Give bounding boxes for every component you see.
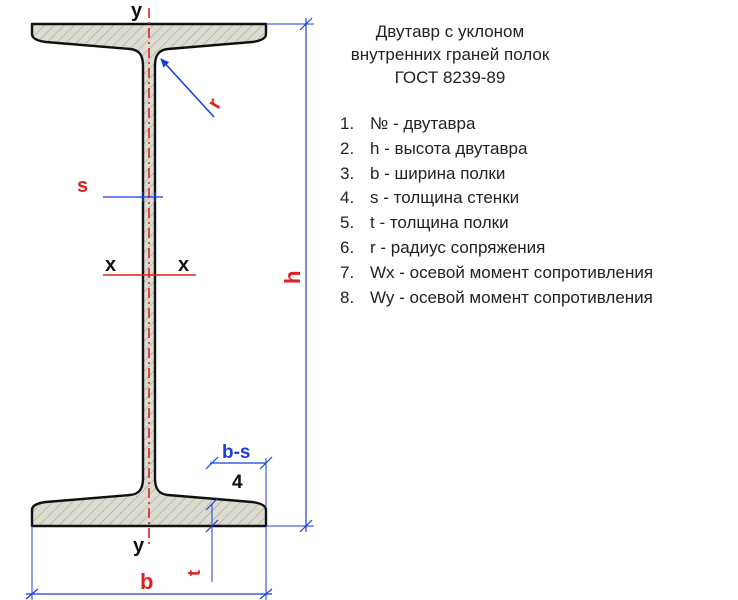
legend-number: 5. [340, 213, 355, 233]
legend-text: Wy - осевой момент сопротивления [370, 287, 653, 307]
legend-item: 2. h - высота двутавра [340, 137, 653, 162]
legend-text: s - толщина стенки [370, 188, 520, 208]
b-label: b [140, 569, 153, 594]
legend-text: № - двутавра [370, 114, 476, 133]
legend-number: 3. [340, 163, 355, 183]
legend-item: 6. r - радиус сопряжения [340, 236, 653, 261]
legend-item: 4. s - толщина стенки [340, 186, 653, 211]
legend-item: 3. b - ширина полки [340, 162, 653, 187]
legend-item: 5. t - толщина полки [340, 211, 653, 236]
legend-text: t - толщина полки [370, 213, 509, 233]
t-tick-top [205, 497, 219, 511]
y-label-bottom: y [133, 535, 145, 557]
b-minus-s-label: b-s [222, 442, 251, 463]
t-label: t [184, 570, 204, 576]
legend-number: 7. [340, 262, 355, 282]
title-line-1: Двутавр с уклоном [375, 22, 525, 41]
legend-item: 1. № - двутавра [340, 112, 653, 137]
parameter-legend: 1. № - двутавра 2. h - высота двутавра 3. b… [340, 112, 653, 310]
b-tick-left [25, 588, 39, 600]
x-label-left: x [105, 254, 116, 276]
y-label-top: y [131, 0, 143, 22]
slope-denominator-label: 4 [232, 472, 243, 493]
legend-number: 4. [340, 188, 355, 208]
legend-number: 6. [340, 237, 355, 257]
legend-number: 1. [340, 114, 355, 133]
title-line-3: ГОСТ 8239-89 [394, 68, 506, 87]
b-tick-right [259, 588, 273, 600]
h-tick-top [299, 17, 313, 31]
r-leader-arrow [160, 58, 215, 118]
slope-tick-left [205, 456, 219, 470]
diagram-title: Двутавр с уклоном внутренних граней поло… [300, 20, 600, 89]
legend-item: 8. Wy - осевой момент сопротивления [340, 286, 653, 311]
s-label: s [77, 175, 88, 197]
legend-number: 2. [340, 138, 355, 158]
x-label-right: x [178, 254, 189, 276]
legend-text: Wx - осевой момент сопротивления [370, 262, 654, 282]
h-label: h [280, 271, 305, 284]
slope-tick-right [259, 456, 273, 470]
h-tick-bottom [299, 519, 313, 533]
title-line-2: внутренних граней полок [350, 45, 550, 64]
legend-number: 8. [340, 287, 355, 307]
t-tick-bottom [205, 519, 219, 533]
legend-text: h - высота двутавра [370, 138, 528, 158]
legend-item: 7. Wx - осевой момент сопротивления [340, 261, 653, 286]
legend-text: r - радиус сопряжения [370, 237, 546, 257]
legend-text: b - ширина полки [370, 163, 506, 183]
